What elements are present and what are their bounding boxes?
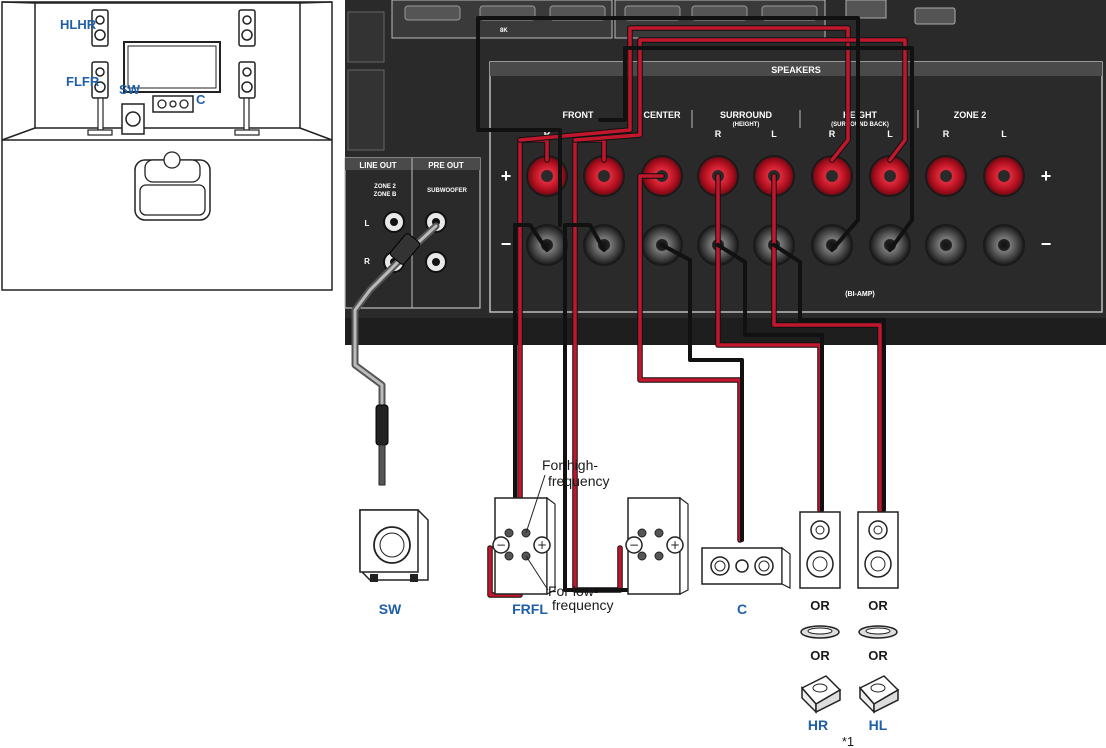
jack-r-label: R	[364, 257, 370, 266]
center-label: CENTER	[643, 110, 681, 120]
front-right-speaker: − +	[492, 496, 556, 595]
high-frequency-label-1: For high-	[542, 457, 598, 473]
c-label: C	[737, 601, 747, 617]
height-label: HEIGHT	[843, 110, 878, 120]
svg-text:R: R	[943, 129, 950, 139]
front-label: FRONT	[563, 110, 594, 120]
svg-text:−: −	[629, 538, 639, 552]
hr-label: HR	[808, 717, 828, 733]
jack-l-label: L	[365, 219, 370, 228]
plus-right-label: +	[1041, 166, 1052, 186]
frfl-label: FRFL	[512, 601, 548, 617]
hdmi-8k-label: 8K	[500, 28, 508, 34]
low-frequency-label-2: frequency	[552, 597, 613, 613]
room-label-c: C	[196, 92, 206, 107]
low-frequency-label-1: For low-	[548, 583, 599, 599]
room-subwoofer	[121, 103, 145, 135]
room-label-flfr: FLFR	[66, 74, 100, 89]
center-speaker	[701, 546, 791, 589]
minus-left-label: −	[501, 234, 512, 254]
enabled-speaker-left	[858, 675, 900, 714]
room-front-right-speaker	[234, 61, 260, 136]
room-center-speaker	[152, 95, 194, 113]
room-label-sw: SW	[119, 82, 141, 97]
room-height-right-speaker	[238, 9, 256, 47]
svg-text:L: L	[887, 129, 893, 139]
or-label-hr-1: OR	[810, 598, 830, 613]
svg-text:R: R	[829, 129, 836, 139]
svg-text:R: R	[715, 129, 722, 139]
svg-text:L: L	[1001, 129, 1007, 139]
or-label-hl-1: OR	[868, 598, 888, 613]
svg-text:−: −	[496, 538, 506, 552]
enabled-speaker-right	[800, 675, 842, 714]
footnote-label: *1	[842, 734, 854, 748]
or-label-hr-2: OR	[810, 648, 830, 663]
surround-label: SURROUND	[720, 110, 773, 120]
hl-label: HL	[869, 717, 888, 733]
height-right-speaker	[799, 511, 841, 589]
speaker-wires	[351, 16, 914, 598]
zone2-label: ZONE 2	[954, 110, 987, 120]
height-left-speaker	[857, 511, 899, 589]
subwoofer-speaker	[359, 509, 429, 582]
svg-text:+: +	[670, 538, 680, 552]
subwoofer-cable	[351, 222, 440, 486]
svg-text:R: R	[544, 129, 551, 139]
room-front-left-speaker	[87, 61, 113, 136]
svg-text:+: +	[537, 538, 547, 552]
room-sofa	[134, 151, 211, 221]
high-frequency-label-2: frequency	[548, 473, 609, 489]
or-label-hl-2: OR	[868, 648, 888, 663]
subwoofer-label: SUBWOOFER	[427, 188, 467, 194]
room-height-left-speaker	[91, 9, 109, 47]
svg-text:L: L	[771, 129, 777, 139]
rca-jacks	[383, 211, 447, 273]
ceiling-speaker-right	[800, 625, 840, 639]
zone2b-label-1: ZONE 2	[374, 184, 396, 190]
ceiling-speaker-left	[858, 625, 898, 639]
room-illustration: HLHR FLFR SW C	[1, 1, 333, 291]
surround-sub-label: (HEIGHT)	[733, 122, 760, 128]
sw-label: SW	[379, 601, 402, 617]
pre-out-label: PRE OUT	[428, 161, 464, 170]
front-left-speaker: − +	[625, 496, 689, 595]
speakers-label: SPEAKERS	[771, 65, 821, 75]
line-out-label: LINE OUT	[359, 161, 396, 170]
bi-amp-label: (BI-AMP)	[845, 291, 875, 298]
minus-right-label: −	[1041, 234, 1052, 254]
zone2b-label-2: ZONE B	[374, 192, 397, 198]
receiver-rear-panel: 8K SPEAKERS FRONT CENTER SURROUND (HEIGH…	[344, 0, 1106, 345]
plus-left-label: +	[501, 166, 512, 186]
room-label-hlhr: HLHR	[60, 17, 97, 32]
